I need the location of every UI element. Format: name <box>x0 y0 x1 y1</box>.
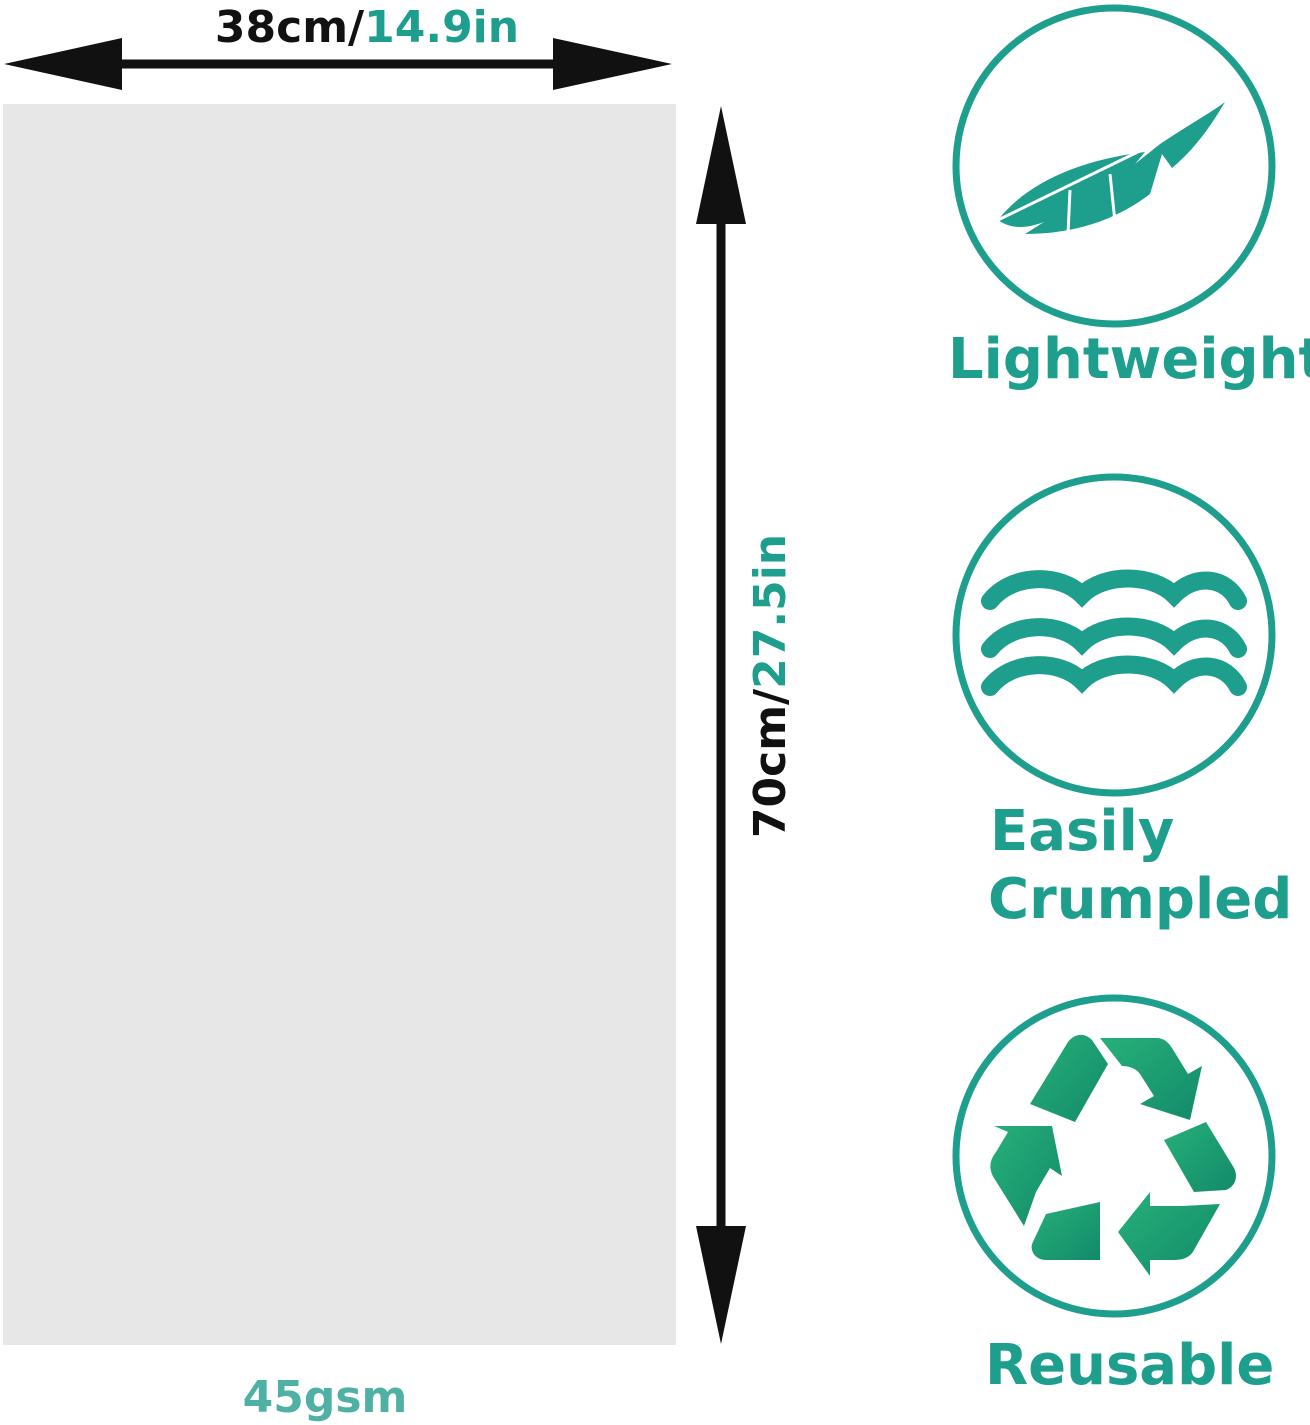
feature-label-crumpled: Crumpled <box>988 867 1293 932</box>
recycle-icon <box>952 994 1276 1318</box>
tissue-sheet <box>3 104 676 1345</box>
feature-label-lightweight: Lightweight <box>948 327 1310 392</box>
feature-label-reusable: Reusable <box>985 1333 1275 1398</box>
width-metric: 38cm/ <box>214 2 365 53</box>
waves-icon <box>952 473 1276 797</box>
height-metric: 70cm/ <box>745 688 796 839</box>
weight-label: 45gsm <box>242 1372 408 1423</box>
height-imperial: 27.5in <box>745 533 796 689</box>
width-imperial: 14.9in <box>364 2 520 53</box>
feature-label-easily: Easily <box>990 799 1175 864</box>
width-label: 38cm/14.9in <box>0 6 734 50</box>
feather-icon <box>952 4 1276 328</box>
